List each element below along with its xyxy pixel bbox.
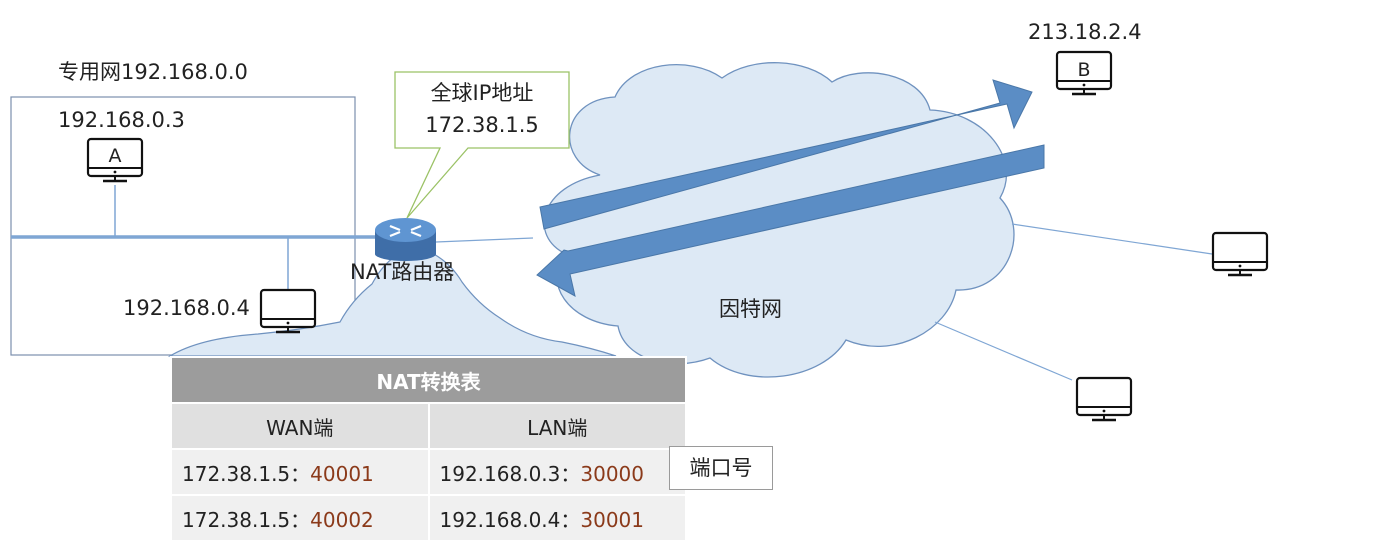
router-icon xyxy=(375,218,436,261)
remote-computer-icon xyxy=(1075,376,1133,422)
host-b-letter: B xyxy=(1077,59,1091,81)
table-row: 172.38.1.5：40001 192.168.0.3：30000 xyxy=(170,448,687,496)
computer-lan2-icon xyxy=(259,288,317,334)
global-ip-callout xyxy=(394,71,570,219)
lan-cell: 192.168.0.3：30000 xyxy=(427,448,687,496)
host-lan2-ip: 192.168.0.4 xyxy=(123,296,250,320)
nat-table: NAT转换表 WAN端 LAN端 172.38.1.5：40001 192.16… xyxy=(170,356,687,542)
lan-cell: 192.168.0.4：30001 xyxy=(427,494,687,542)
wan-cell: 172.38.1.5：40002 xyxy=(170,494,430,542)
wan-cell: 172.38.1.5：40001 xyxy=(170,448,430,496)
callout-ip: 172.38.1.5 xyxy=(425,113,539,137)
private-network-label: 专用网192.168.0.0 xyxy=(58,60,248,84)
host-a-ip: 192.168.0.3 xyxy=(58,108,185,132)
table-row: 172.38.1.5：40002 192.168.0.4：30001 xyxy=(170,494,687,542)
incoming-arrow xyxy=(536,144,1045,297)
outgoing-arrow xyxy=(539,79,1033,230)
remote-computer-icon xyxy=(1211,231,1269,277)
router-label: NAT路由器 xyxy=(350,260,455,284)
host-b-ip: 213.18.2.4 xyxy=(1028,20,1142,44)
callout-title: 全球IP地址 xyxy=(430,81,534,105)
host-a-letter: A xyxy=(108,145,122,167)
nat-table-title: NAT转换表 xyxy=(170,356,687,404)
internet-label: 因特网 xyxy=(719,297,782,321)
lan-column-header: LAN端 xyxy=(427,402,687,450)
wan-column-header: WAN端 xyxy=(170,402,430,450)
port-number-label: 端口号 xyxy=(669,446,773,490)
